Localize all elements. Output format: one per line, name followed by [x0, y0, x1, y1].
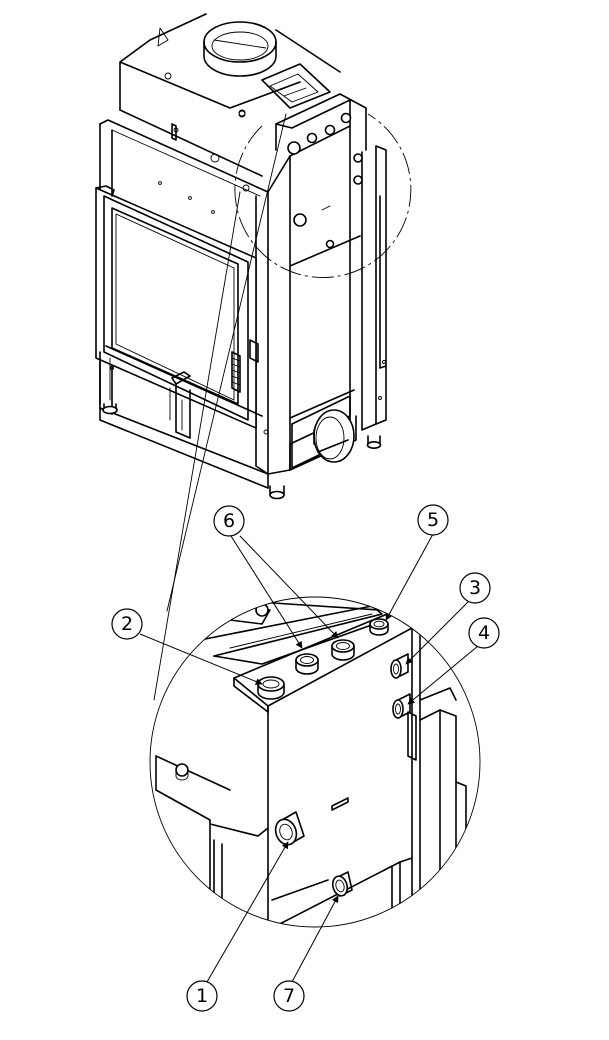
detail-circle — [149, 596, 481, 928]
callout-1: 1 — [186, 980, 218, 1012]
stub-2 — [257, 676, 285, 700]
detail-view — [149, 596, 481, 928]
svg-text:3: 3 — [469, 577, 481, 599]
right-side-body — [267, 93, 387, 475]
svg-text:1: 1 — [196, 985, 208, 1007]
svg-text:7: 7 — [283, 985, 295, 1007]
callout-5: 5 — [417, 504, 449, 536]
projection-lines — [153, 113, 287, 701]
stub-1 — [274, 811, 305, 846]
lower-front — [99, 345, 269, 439]
stub-4 — [392, 693, 411, 719]
svg-text:6: 6 — [223, 510, 235, 532]
callout-2: 2 — [111, 608, 143, 640]
stub-6a — [295, 653, 319, 675]
callout-6: 6 — [213, 505, 245, 537]
detail-marker — [234, 113, 412, 278]
fireplace-overview — [95, 13, 412, 500]
feet — [102, 403, 382, 500]
callout-4: 4 — [468, 617, 500, 649]
flue-collar-top — [203, 21, 277, 77]
stub-6b — [331, 639, 355, 661]
stub-5 — [369, 618, 389, 636]
stub-7 — [331, 871, 353, 897]
svg-text:2: 2 — [121, 613, 133, 635]
callout-7: 7 — [273, 980, 305, 1012]
air-inlet-side — [291, 395, 355, 469]
stub-3 — [390, 653, 409, 679]
glass-door — [95, 185, 259, 429]
top-hood — [119, 13, 341, 177]
callout-3: 3 — [459, 572, 491, 604]
svg-text:4: 4 — [478, 622, 490, 644]
callouts: 6 5 3 4 2 1 — [111, 504, 500, 1012]
svg-text:5: 5 — [427, 509, 439, 531]
